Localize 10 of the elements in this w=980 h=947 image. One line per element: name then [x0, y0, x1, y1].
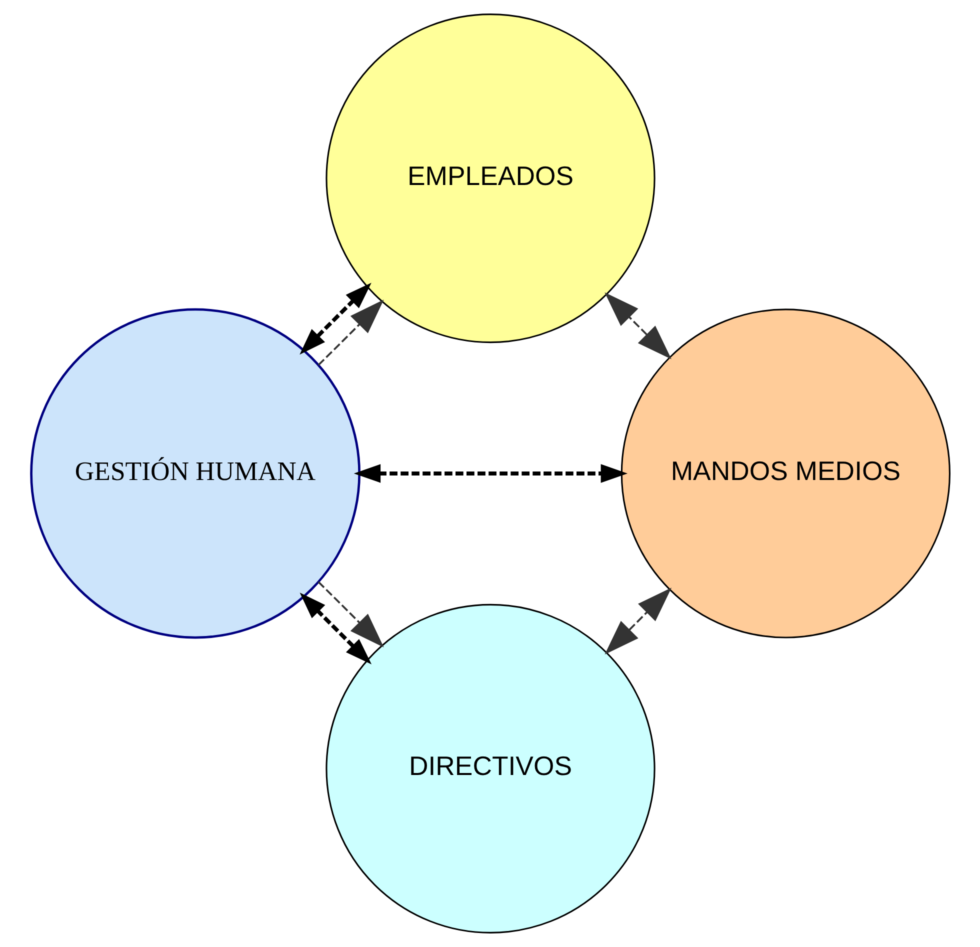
arrow — [353, 464, 628, 483]
node-circle: EMPLEADOS — [325, 14, 655, 344]
arrow — [317, 581, 384, 648]
arrow — [299, 592, 372, 664]
arrow — [604, 292, 671, 360]
arrow — [604, 588, 672, 654]
arrow — [299, 282, 371, 355]
node-circle: DIRECTIVOS — [325, 604, 655, 934]
arrow — [317, 300, 384, 366]
node-circle: MANDOS MEDIOS — [620, 308, 950, 638]
